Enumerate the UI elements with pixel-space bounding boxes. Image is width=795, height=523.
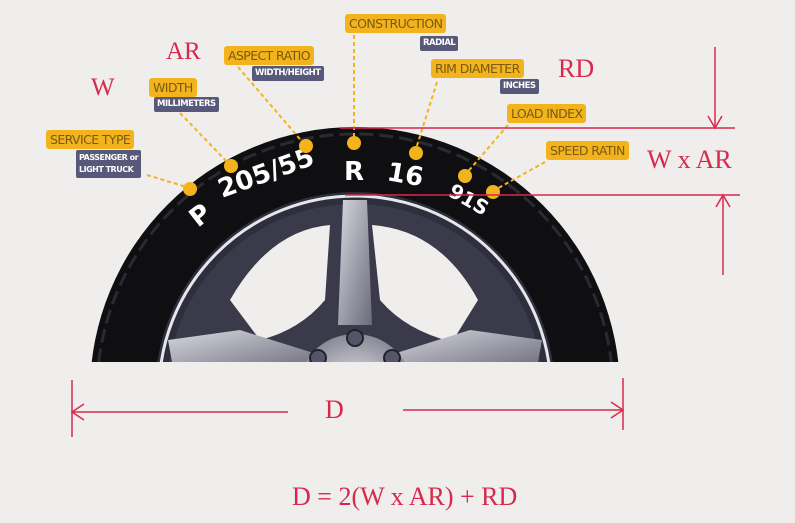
callout-width: WIDTH xyxy=(149,78,197,97)
callout-width-sub: MILLIMETERS xyxy=(154,97,219,112)
service-type-sub-line2: LIGHT TRUCK xyxy=(79,165,134,174)
service-type-sub-line1: PASSENGER or xyxy=(79,153,139,162)
dimension-lines xyxy=(70,47,740,437)
label-w-x-ar: W x AR xyxy=(647,145,732,174)
callout-load-index: LOAD INDEX xyxy=(507,104,587,123)
callout-service-type: SERVICE TYPE xyxy=(46,130,135,149)
sidewall-rim: 16 xyxy=(385,157,426,193)
label-ar: AR xyxy=(166,38,201,65)
callout-aspect-ratio-sub: WIDTH/HEIGHT xyxy=(252,66,324,81)
tire-half xyxy=(91,127,619,362)
callout-rim-diameter: RIM DIAMETER xyxy=(431,59,524,78)
label-d: D xyxy=(325,395,344,424)
leader-lines xyxy=(146,35,546,192)
callout-dots xyxy=(183,136,500,199)
callout-rim-diameter-sub: INCHES xyxy=(500,79,539,94)
sidewall-construction: R xyxy=(344,157,364,187)
callout-speed-rating: SPEED RATIN xyxy=(546,141,629,160)
formula: D = 2(W x AR) + RD xyxy=(292,482,518,511)
callout-construction-sub: RADIAL xyxy=(420,36,459,51)
callout-service-type-sub: PASSENGER or LIGHT TRUCK xyxy=(76,150,142,178)
callout-construction: CONSTRUCTION xyxy=(345,14,447,33)
label-rd: RD xyxy=(558,54,595,83)
label-w: W xyxy=(91,74,115,101)
callout-aspect-ratio: ASPECT RATIO xyxy=(224,46,314,65)
